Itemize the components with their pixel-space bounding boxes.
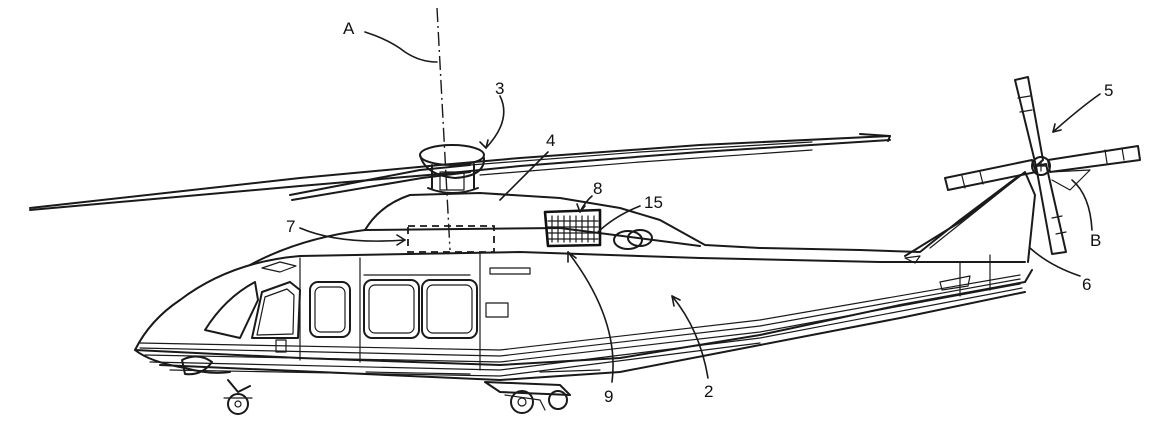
rotor-axis-a	[436, 7, 451, 251]
leader-5	[1052, 93, 1101, 133]
label-7: 7	[286, 217, 295, 236]
label-4: 4	[546, 131, 555, 150]
rotor-hub	[419, 144, 486, 194]
leader-a	[364, 31, 438, 63]
label-6: 6	[1082, 275, 1091, 294]
arrow-2	[671, 295, 681, 307]
air-intake-grille	[543, 208, 653, 250]
arrow-5	[1052, 123, 1062, 133]
label-5: 5	[1104, 81, 1113, 100]
main-rotor-blades	[29, 133, 891, 211]
label-9: 9	[604, 387, 613, 406]
leader-4	[499, 151, 549, 201]
leader-b	[1071, 179, 1093, 231]
leader-15	[597, 205, 641, 233]
leader-3	[485, 95, 505, 149]
nose-landing-gear	[181, 355, 253, 415]
label-8: 8	[593, 179, 602, 198]
leader-9	[567, 251, 614, 383]
label-b: B	[1090, 231, 1101, 250]
label-15: 15	[644, 193, 663, 212]
arrow-8	[576, 203, 586, 213]
dashed-component-7	[407, 225, 495, 253]
label-2: 2	[704, 382, 713, 401]
main-landing-gear	[484, 381, 571, 414]
leader-2	[671, 295, 709, 379]
leader-7	[299, 227, 406, 242]
arrow-3	[479, 139, 489, 149]
arrow-9	[567, 251, 577, 263]
arrow-7	[396, 234, 406, 246]
fuselage	[134, 171, 1036, 381]
leader-6	[1029, 247, 1081, 277]
cockpit-windows	[204, 281, 301, 339]
label-3: 3	[495, 79, 504, 98]
cabin-windows	[309, 279, 478, 339]
label-a: A	[343, 19, 355, 38]
tail-rotor	[944, 76, 1141, 255]
